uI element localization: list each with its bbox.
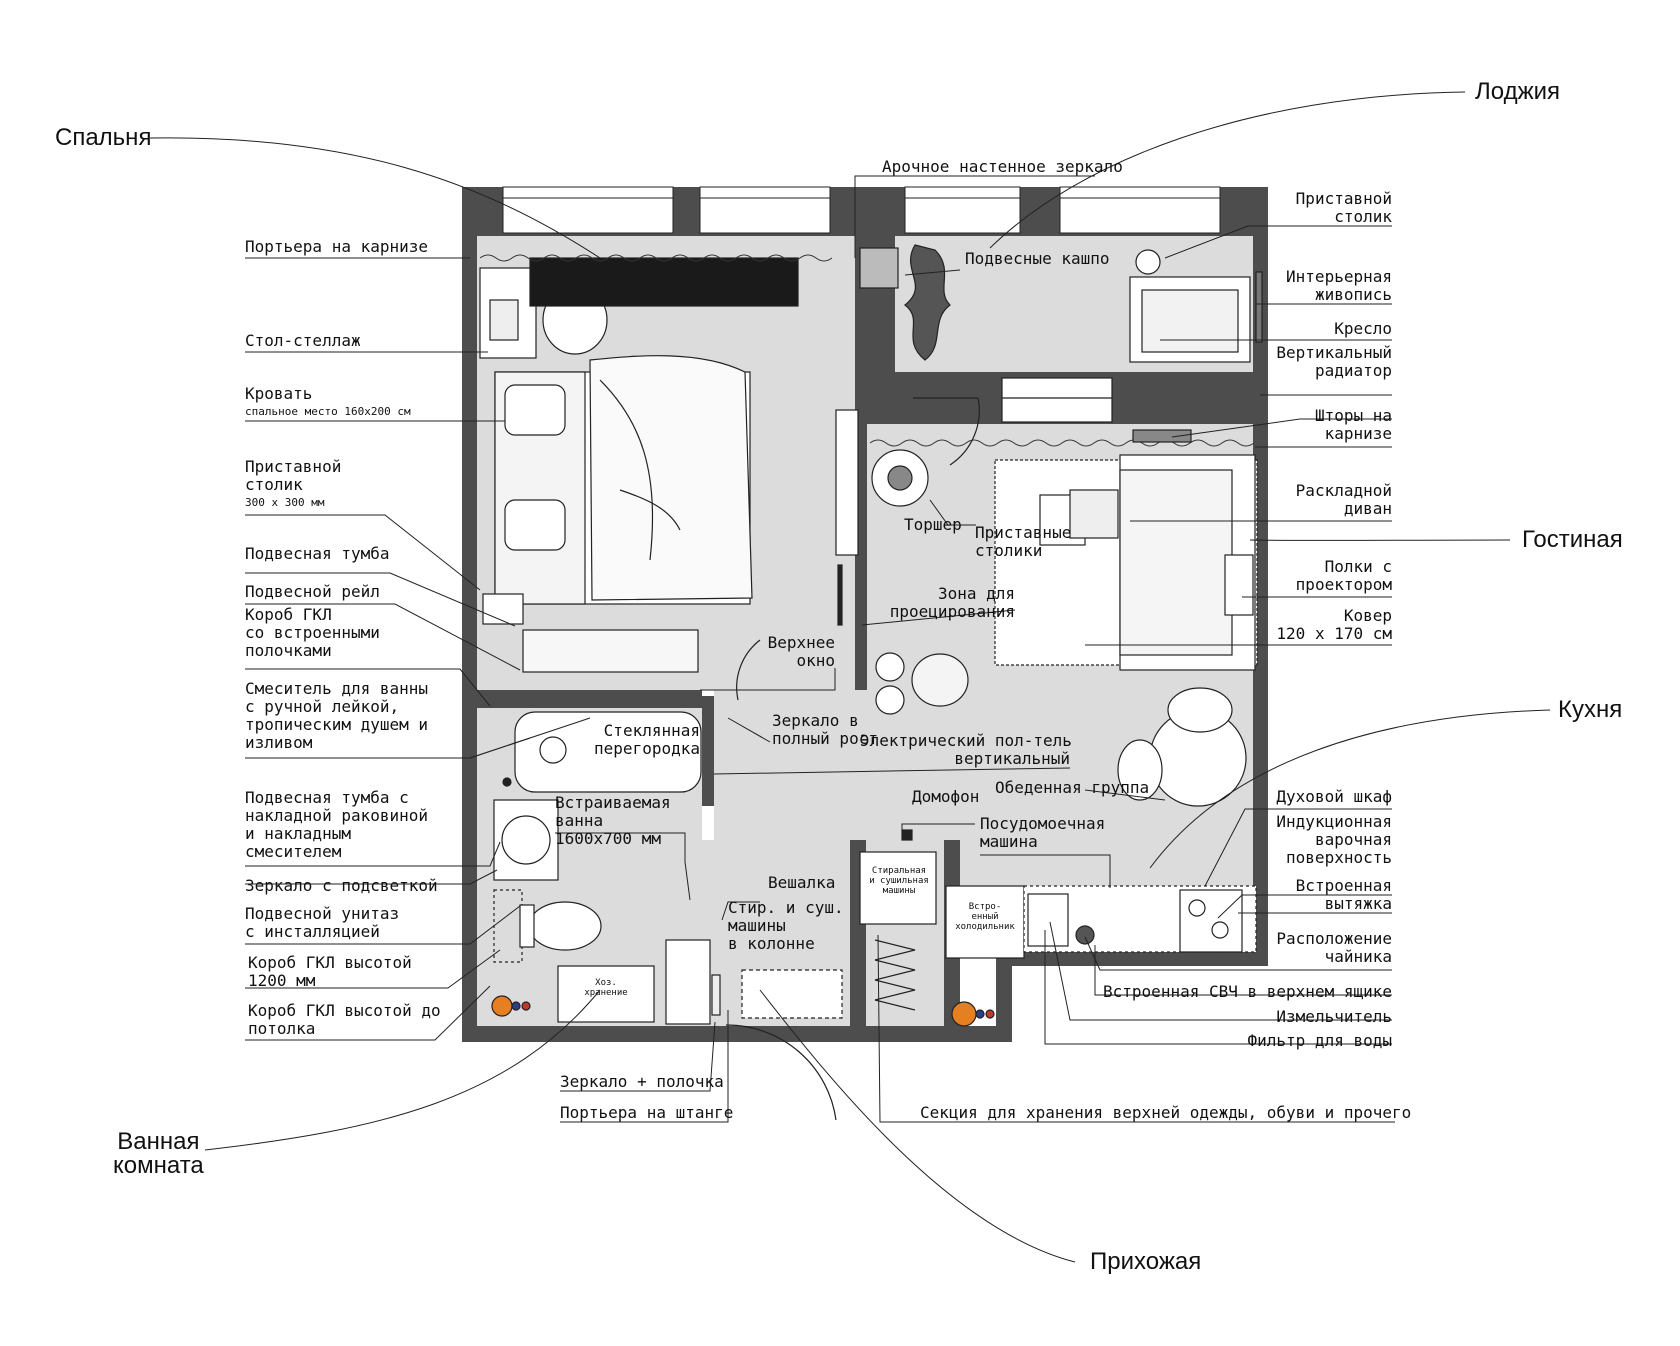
room-label-bathroom: Ванная комната: [113, 1128, 204, 1179]
room-label-living: Гостиная: [1522, 526, 1623, 553]
room-label-bedroom: Спальня: [55, 124, 152, 151]
label-hanging-rail: Подвесной рейл: [245, 582, 380, 601]
label-lit-mirror: Зеркало с подсветкой: [245, 876, 438, 895]
loggia-side-table: [1135, 249, 1161, 275]
side-table-2: [1069, 489, 1119, 539]
label-side-table-left: Приставной столик: [245, 457, 342, 494]
label-hanging-planters: Подвесные кашпо: [965, 249, 1110, 268]
label-hanging-nightstand: Подвесная тумба: [245, 544, 390, 563]
loggia-furniture: [859, 244, 1263, 466]
label-dining-group: Обеденная группа: [995, 778, 1150, 797]
bathroom-fixtures: [491, 711, 702, 1023]
label-mirror-shelf: Зеркало + полочка: [560, 1072, 724, 1091]
label-top-window: Верхнее окно: [767, 633, 835, 670]
label-vertical-radiator: Вертикальный радиатор: [1276, 343, 1392, 380]
label-bath-mixer: Смеситель для ванны с ручной лейкой, тро…: [245, 679, 429, 752]
label-oven: Духовой шкаф: [1276, 787, 1392, 806]
gkl-box-low: [493, 889, 523, 963]
label-washer-column: Стир. и суш. машины в колонне: [728, 898, 844, 953]
leader-lines: [245, 175, 1395, 1123]
label-shredder: Измельчитель: [1276, 1007, 1392, 1026]
kitchen-fixtures: [901, 829, 1257, 1027]
utility-storage: [557, 965, 655, 1023]
label-gkl-box-1200: Короб ГКЛ высотой 1200 мм: [248, 953, 412, 990]
label-carpet: Ковер 120 х 170 см: [1276, 606, 1392, 643]
radiator-2: [1132, 429, 1192, 443]
chair-1: [1167, 687, 1233, 733]
closet-door: [835, 409, 859, 556]
living-furniture: [837, 429, 1258, 807]
label-intercom: Домофон: [912, 787, 980, 806]
label-electric-towel: Электрический пол-тель вертикальный: [860, 731, 1072, 768]
label-projection-zone: Зона для проецирования: [889, 584, 1015, 621]
label-side-table-size: 300 х 300 мм: [245, 496, 325, 509]
label-water-filter: Фильтр для воды: [1247, 1031, 1393, 1050]
shoe-rack: [741, 969, 843, 1019]
label-bed-size: спальное место 160х200 см: [245, 405, 411, 418]
hob: [1179, 889, 1243, 953]
label-utility-storage: Хоз. хранение: [584, 978, 628, 998]
label-gkl-box-shelves: Короб ГКЛ со встроенными полочками: [245, 605, 380, 660]
curtain-wavy: [479, 254, 1255, 447]
label-curtains-cornice: Шторы на карнизе: [1314, 406, 1392, 443]
arched-mirror: [859, 247, 899, 289]
label-glass-partition: Стеклянная перегородка: [594, 721, 700, 758]
robot: [911, 653, 969, 707]
projector-shelf: [1224, 554, 1254, 616]
label-built-in-bath: Встраиваемая ванна 1600х700 мм: [555, 793, 671, 848]
hallway-fixtures: [665, 851, 937, 1121]
label-projector-shelves: Полки с проектором: [1295, 557, 1392, 594]
label-sofa-bed: Раскладной диван: [1295, 481, 1392, 518]
bedroom-furniture: [479, 257, 859, 701]
label-side-table-right: Приставной столик: [1295, 189, 1392, 226]
label-induction-hob: Индукционная варочная поверхность: [1276, 812, 1392, 867]
radiator: [529, 257, 799, 307]
label-curtain-cornice: Портьера на карнизе: [245, 237, 429, 256]
label-arched-mirror: Арочное настенное зеркало: [882, 157, 1123, 176]
washer-column: [859, 851, 937, 925]
label-vanity: Подвесная тумба с накладной раковиной и …: [245, 788, 429, 861]
label-floor-lamp: Торшер: [904, 515, 962, 534]
label-kettle: Расположение чайника: [1276, 929, 1392, 966]
label-dishwasher: Посудомоечная машина: [980, 814, 1106, 851]
label-washer-dryer: Стиральная и сушильная машины: [869, 866, 929, 896]
label-curtain-rod: Портьера на штанге: [560, 1103, 734, 1122]
label-desk-shelf: Стол-стеллаж: [245, 331, 361, 350]
label-gkl-box-ceiling: Короб ГКЛ высотой до потолка: [248, 1001, 441, 1038]
rail: [522, 629, 699, 673]
label-storage-section: Секция для хранения верхней одежды, обув…: [920, 1103, 1412, 1122]
shredder: [1075, 925, 1095, 945]
room-label-kitchen: Кухня: [1558, 696, 1623, 723]
chair-2: [1117, 739, 1163, 801]
label-full-mirror: Зеркало в полный рост: [772, 711, 878, 748]
label-hood: Встроенная вытяжка: [1295, 876, 1392, 913]
windows: [502, 186, 1221, 234]
room-pointers: [149, 91, 1551, 1263]
label-painting: Интерьерная живопись: [1286, 267, 1392, 304]
label-wall-toilet: Подвесной унитаз с инсталляцией: [245, 904, 400, 941]
label-armchair: Кресло: [1334, 319, 1392, 338]
label-fridge: Встро- енный холодильник: [955, 902, 1015, 932]
room-label-loggia: Лоджия: [1475, 78, 1561, 105]
nightstand: [482, 593, 524, 625]
label-side-tables: Приставные столики: [975, 523, 1072, 560]
bathtub: [514, 711, 702, 793]
label-hanger: Вешалка: [768, 873, 836, 892]
hall-cabinet: [665, 939, 711, 1025]
label-microwave: Встроенная СВЧ в верхнем ящике: [1103, 982, 1392, 1001]
label-bed: Кровать: [245, 384, 313, 403]
room-label-hallway: Прихожая: [1090, 1248, 1202, 1275]
